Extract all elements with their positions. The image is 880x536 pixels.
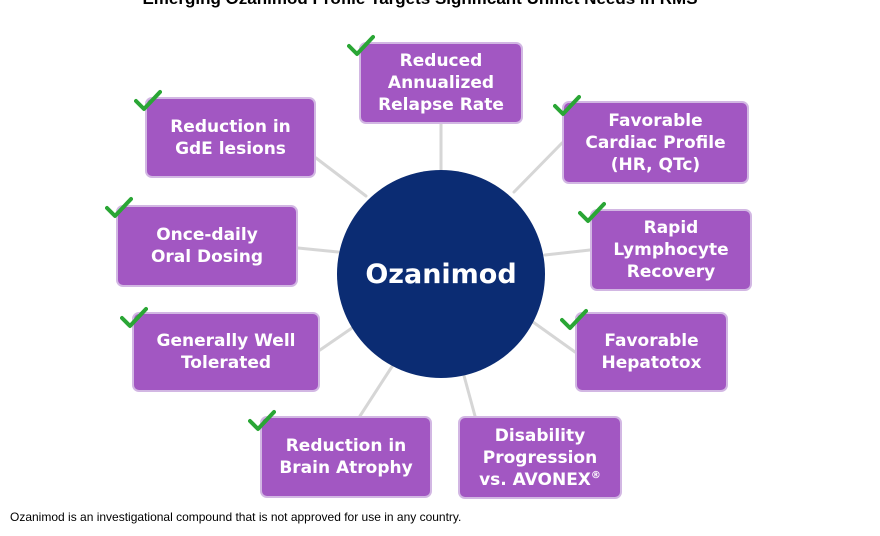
connector-atrophy xyxy=(358,363,395,418)
disability-label: Disability Progression vs. AVONEX xyxy=(479,425,598,490)
box-rapid-lymphocyte-recovery: Rapid Lymphocyte Recovery xyxy=(590,209,752,291)
box-reduction-gde-lesions: Reduction in GdE lesions xyxy=(145,97,316,178)
check-mark-icon xyxy=(553,95,581,116)
box-favorable-cardiac-profile: Favorable Cardiac Profile (HR, QTc) xyxy=(562,101,749,184)
connector-hepatotox xyxy=(531,320,577,354)
connector-lymphocyte xyxy=(543,248,592,257)
connector-disability xyxy=(461,370,477,418)
box-reduced-relapse-rate: Reduced Annualized Relapse Rate xyxy=(359,42,523,124)
check-mark-icon xyxy=(578,202,606,223)
slide-title: Emerging Ozanimod Profile Targets Signif… xyxy=(0,0,840,9)
box-disability-progression: Disability Progression vs. AVONEX® xyxy=(458,416,622,499)
box-once-daily-oral-dosing: Once-daily Oral Dosing xyxy=(116,205,298,287)
check-mark-icon xyxy=(347,35,375,56)
check-mark-icon xyxy=(134,90,162,111)
ozanimod-hub: Ozanimod xyxy=(337,170,545,378)
box-favorable-hepatotox: Favorable Hepatotox xyxy=(575,312,728,392)
box-generally-well-tolerated: Generally Well Tolerated xyxy=(132,312,320,392)
check-mark-icon xyxy=(248,410,276,431)
hub-label: Ozanimod xyxy=(365,258,517,290)
connector-gde xyxy=(314,156,368,198)
footnote: Ozanimod is an investigational compound … xyxy=(10,510,462,524)
connector-cardiac xyxy=(512,141,564,194)
connector-tolerated xyxy=(318,326,354,352)
check-mark-icon xyxy=(105,197,133,218)
connector-dosing xyxy=(296,246,340,254)
box-reduction-brain-atrophy: Reduction in Brain Atrophy xyxy=(260,416,432,498)
check-mark-icon xyxy=(120,307,148,328)
check-mark-icon xyxy=(560,309,588,330)
registered-mark: ® xyxy=(590,469,601,481)
